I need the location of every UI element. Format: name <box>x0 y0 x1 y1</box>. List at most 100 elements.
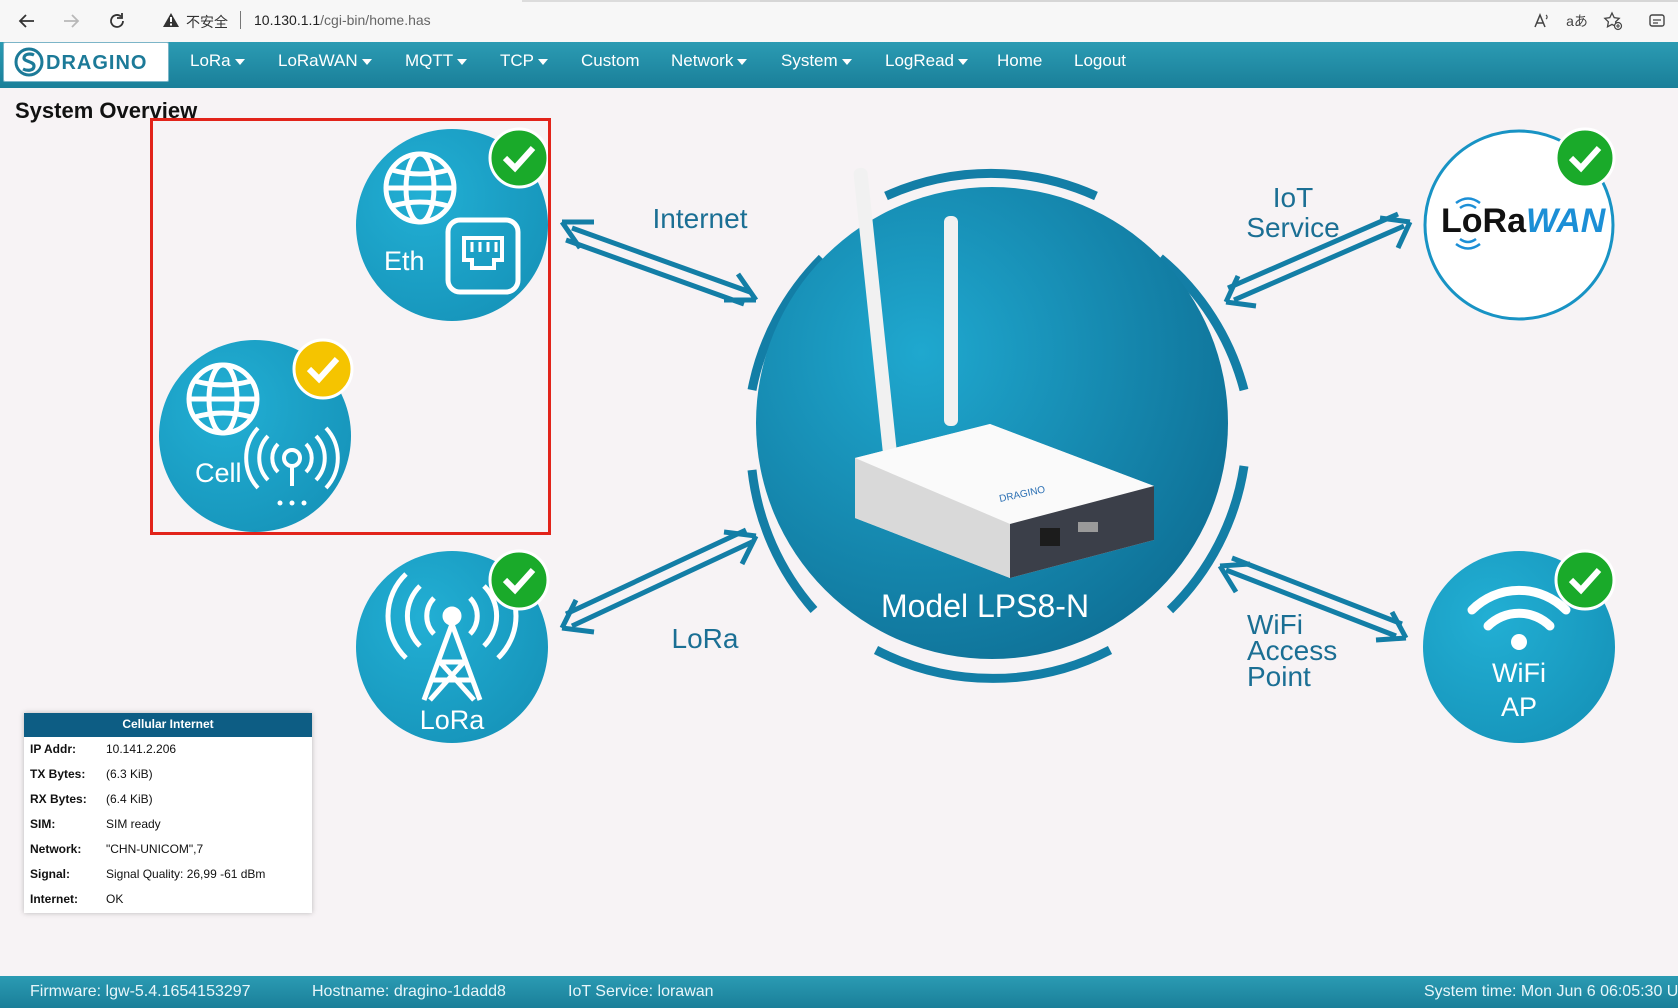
row-value: Signal Quality: 26,99 -61 dBm <box>106 867 266 881</box>
caret-down-icon <box>737 58 748 65</box>
row-value: 10.141.2.206 <box>106 742 177 756</box>
dragino-logo[interactable]: DRAGINO <box>3 42 169 82</box>
iot-service-arrow <box>1223 211 1413 309</box>
menu-lorawan-label: LoRaWAN <box>278 51 358 70</box>
check-icon <box>1554 549 1616 611</box>
menu-system[interactable]: System <box>781 42 852 80</box>
table-row: Signal: Signal Quality: 26,99 -61 dBm <box>24 862 312 887</box>
lorawan-wave-icon <box>1455 197 1481 250</box>
menu-logread-label: LogRead <box>885 51 955 70</box>
row-key: Network: <box>30 842 82 856</box>
table-row: TX Bytes:(6.3 KiB) <box>24 762 312 787</box>
lora-link-label: LoRa <box>672 623 739 654</box>
url-host: 10.130.1.1 <box>254 12 321 28</box>
model-label: Model LPS8-N <box>881 588 1089 624</box>
url-separator <box>240 11 241 29</box>
lora-arrow <box>559 527 759 635</box>
menu-logout-label: Logout <box>1074 51 1126 70</box>
menu-network-label: Network <box>671 51 734 70</box>
favorite-icon[interactable] <box>1602 10 1624 32</box>
lora-node[interactable]: LoRa <box>356 549 550 743</box>
menu-logread[interactable]: LogRead <box>885 42 969 80</box>
caret-down-icon <box>361 58 372 65</box>
lorawan-logo-wan: WAN <box>1526 202 1607 240</box>
lora-node-label: LoRa <box>420 705 486 735</box>
translate-label: aあ <box>1566 13 1588 29</box>
table-row: Internet: OK <box>24 887 312 912</box>
check-icon <box>488 549 550 611</box>
wifi-arrow <box>1217 555 1409 643</box>
row-key: SIM: <box>30 817 56 831</box>
menu-network[interactable]: Network <box>671 42 748 80</box>
hostname-text: Hostname: dragino-1dadd8 <box>312 983 506 1000</box>
menu-logout[interactable]: Logout <box>1074 42 1126 80</box>
row-key: RX Bytes: <box>30 792 87 806</box>
iot-label-2: Service <box>1246 212 1339 243</box>
tab-strip-edge <box>522 0 762 2</box>
status-footer: Firmware: lgw-5.4.1654153297 Hostname: d… <box>0 976 1678 1008</box>
cell-tower-signal-icon <box>244 426 340 506</box>
menu-lorawan[interactable]: LoRaWAN <box>278 42 372 80</box>
globe-icon <box>383 151 457 225</box>
forward-icon[interactable] <box>58 9 84 33</box>
ethernet-port-icon <box>445 217 521 295</box>
table-row: Network:"CHN-UNICOM",7 <box>24 837 312 862</box>
menu-tcp-label: TCP <box>500 51 534 70</box>
url-text[interactable]: 10.130.1.1/cgi-bin/home.has <box>254 12 431 28</box>
wifi-label-2: Access <box>1247 635 1337 666</box>
caret-down-icon <box>958 58 969 65</box>
highlight-box <box>150 118 551 535</box>
lorawan-logo-lora: LoRa <box>1441 202 1527 240</box>
wifi-ap-label-1: WiFi <box>1492 658 1546 688</box>
iot-label-1: IoT <box>1273 182 1313 213</box>
warning-icon[interactable] <box>162 12 180 33</box>
security-label[interactable]: 不安全 <box>186 14 228 30</box>
internet-label: Internet <box>653 203 748 234</box>
row-value: OK <box>106 892 124 906</box>
firmware-text: Firmware: lgw-5.4.1654153297 <box>30 983 251 1000</box>
wifi-ap-label-2: AP <box>1501 692 1537 722</box>
device-ring <box>747 168 1249 683</box>
row-key: IP Addr: <box>30 742 77 756</box>
cell-node[interactable]: Cell <box>159 338 354 532</box>
radio-tower-icon <box>385 572 519 702</box>
system-overview-diagram: DRAGINO Model LPS8-N Eth <box>159 127 1616 743</box>
read-aloud-icon[interactable] <box>1530 10 1552 32</box>
caret-down-icon <box>457 58 468 65</box>
collections-icon[interactable] <box>1646 10 1668 32</box>
caret-down-icon <box>538 58 548 65</box>
caret-down-icon <box>841 58 852 65</box>
row-value: (6.4 KiB) <box>106 792 153 806</box>
url-path: /cgi-bin/home.has <box>320 12 431 28</box>
logo-text: DRAGINO <box>46 52 148 74</box>
menu-lora[interactable]: LoRa <box>190 42 245 80</box>
browser-toolbar: 不安全 10.130.1.1/cgi-bin/home.has aあ <box>0 0 1678 43</box>
address-bar[interactable]: 不安全 10.130.1.1/cgi-bin/home.has <box>150 6 1640 36</box>
row-key: Internet: <box>30 892 78 906</box>
wifi-icon <box>1467 585 1571 650</box>
internet-arrow <box>559 219 759 307</box>
table-row: RX Bytes: (6.4 KiB) <box>24 787 312 812</box>
menu-mqtt[interactable]: MQTT <box>405 42 468 80</box>
lorawan-node[interactable]: LoRaWAN <box>1423 127 1616 321</box>
menu-mqtt-label: MQTT <box>405 51 454 70</box>
wifi-ap-node[interactable]: WiFi AP <box>1423 549 1616 743</box>
cellular-info-panel: Cellular Internet IP Addr: 10.141.2.206 T… <box>24 713 312 913</box>
menu-system-label: System <box>781 51 838 70</box>
reload-icon[interactable] <box>104 9 130 33</box>
back-icon[interactable] <box>14 9 40 33</box>
menu-home[interactable]: Home <box>997 42 1042 80</box>
wifi-label-3: Point <box>1247 661 1311 692</box>
menu-tcp[interactable]: TCP <box>500 42 548 80</box>
eth-node[interactable]: Eth <box>356 127 550 321</box>
menu-custom[interactable]: Custom <box>581 42 640 80</box>
cellular-panel-title: Cellular Internet <box>24 713 312 737</box>
row-key: Signal: <box>30 867 71 881</box>
menu-lora-label: LoRa <box>190 51 231 70</box>
table-row: SIM:SIM ready <box>24 812 312 837</box>
translate-icon[interactable]: aあ <box>1564 10 1590 32</box>
check-icon <box>1554 127 1616 189</box>
menu-custom-label: Custom <box>581 51 640 70</box>
cell-label: Cell <box>195 458 242 488</box>
globe-icon <box>186 362 260 436</box>
